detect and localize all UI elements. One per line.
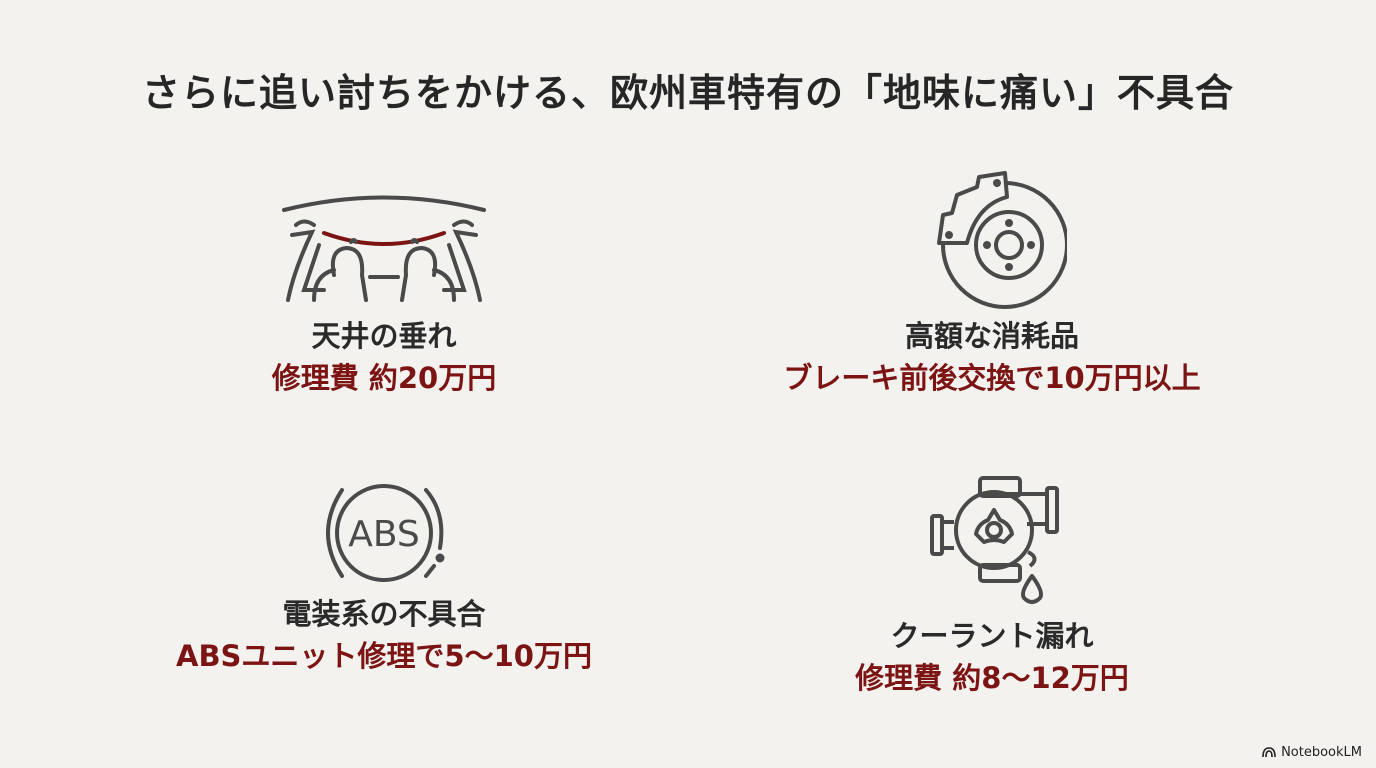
notebooklm-badge: NotebookLM [1262, 745, 1362, 760]
card-brakes: 高額な消耗品 ブレーキ前後交換で10万円以上 [692, 165, 1292, 400]
notebooklm-logo-icon [1262, 747, 1276, 758]
issue-label: 電装系の不具合 [282, 597, 486, 631]
issue-label: 高額な消耗品 [904, 319, 1079, 353]
badge-label: NotebookLM [1281, 745, 1362, 760]
page-title: さらに追い討ちをかける、欧州車特有の「地味に痛い」不具合 [141, 71, 1234, 115]
card-coolant: クーラント漏れ 修理費 約8〜12万円 [692, 470, 1292, 700]
issue-cost: ABSユニット修理で5〜10万円 [176, 639, 592, 673]
issue-cost: ブレーキ前後交換で10万円以上 [783, 361, 1201, 395]
issue-cost: 修理費 約8〜12万円 [855, 661, 1129, 695]
card-electrical: ABS 電装系の不具合 ABSユニット修理で5〜10万円 [84, 478, 684, 678]
svg-text:ABS: ABS [348, 514, 420, 555]
issue-label: 天井の垂れ [311, 319, 457, 353]
issue-cost: 修理費 約20万円 [271, 361, 497, 395]
brake-disc-icon [937, 171, 1067, 309]
abs-warning-icon: ABS [326, 484, 445, 582]
water-pump-leak-icon [930, 476, 1059, 604]
issue-label: クーラント漏れ [890, 619, 1094, 653]
card-headliner: 天井の垂れ 修理費 約20万円 [84, 190, 684, 400]
car-interior-headliner-icon [282, 195, 486, 302]
